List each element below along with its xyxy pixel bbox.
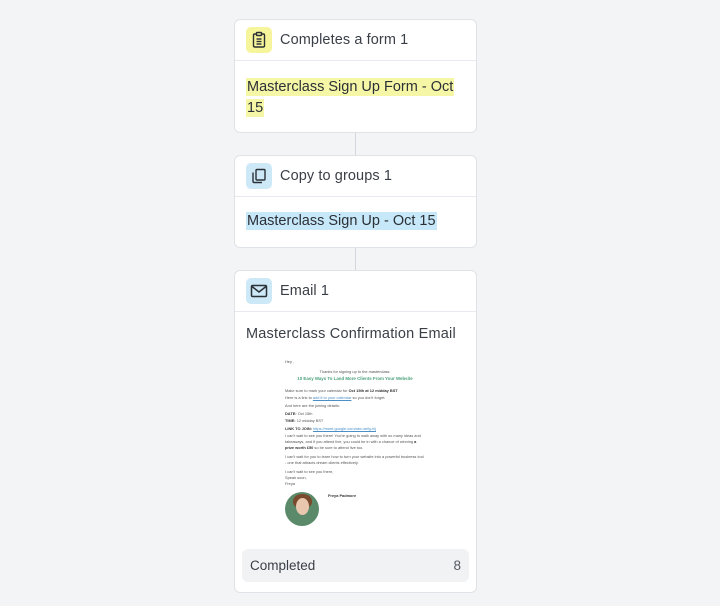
preview-closing1: I can't wait to see you there,	[285, 469, 334, 475]
preview-greeting: Hey ,	[285, 359, 295, 364]
preview-para1: I can't wait to see you there! You're go…	[285, 433, 421, 450]
email-preview[interactable]: Hey , Thanks for signing up to the maste…	[285, 359, 425, 531]
envelope-icon	[246, 278, 272, 304]
copy-step-card[interactable]: Copy to groups 1 Masterclass Sign Up - O…	[234, 155, 477, 248]
preview-calendar-line: Make sure to mark your calendar for Oct …	[285, 387, 398, 393]
status-label: Completed	[250, 558, 316, 573]
copy-icon	[246, 163, 272, 189]
preview-closing3: Freya	[285, 480, 295, 486]
completed-status-bar[interactable]: Completed 8	[242, 549, 469, 582]
preview-details-intro: And here are the joining details:	[285, 402, 340, 408]
preview-signature: Freya Padmore	[285, 492, 425, 527]
avatar	[285, 492, 319, 527]
copy-step-header: Copy to groups 1	[235, 156, 476, 197]
form-name: Masterclass Sign Up Form - Oct 15	[246, 78, 455, 117]
group-name: Masterclass Sign Up - Oct 15	[246, 212, 437, 230]
preview-headline: 10 Easy Ways To Land More Clients From Y…	[297, 376, 413, 382]
preview-para2: I can't wait for you to learn how to tur…	[285, 454, 424, 465]
connector-line	[355, 248, 356, 270]
form-step-card[interactable]: Completes a form 1 Masterclass Sign Up F…	[234, 19, 477, 133]
status-count: 8	[453, 558, 461, 573]
connector-line	[355, 133, 356, 155]
email-step-card[interactable]: Email 1 Masterclass Confirmation Email H…	[234, 270, 477, 593]
preview-time: TIME: 12 midday BST	[285, 418, 324, 424]
preview-date: DATE: Oct 15th	[285, 410, 313, 416]
preview-closing2: Speak soon,	[285, 474, 307, 480]
copy-step-title: Copy to groups 1	[280, 168, 393, 184]
preview-join: LINK TO JOIN: https://meet.google.com/ab…	[285, 425, 376, 431]
email-step-header: Email 1	[235, 271, 476, 312]
signature-name: Freya Padmore	[328, 493, 357, 499]
form-step-header: Completes a form 1	[235, 20, 476, 61]
preview-link-line: Here is a link to add it to your calenda…	[285, 395, 386, 401]
form-step-title: Completes a form 1	[280, 32, 409, 48]
preview-intro: Thanks for signing up to the masterclass…	[319, 368, 391, 374]
email-step-title: Email 1	[280, 283, 330, 299]
email-subject: Masterclass Confirmation Email	[246, 326, 456, 342]
clipboard-icon	[246, 27, 272, 53]
